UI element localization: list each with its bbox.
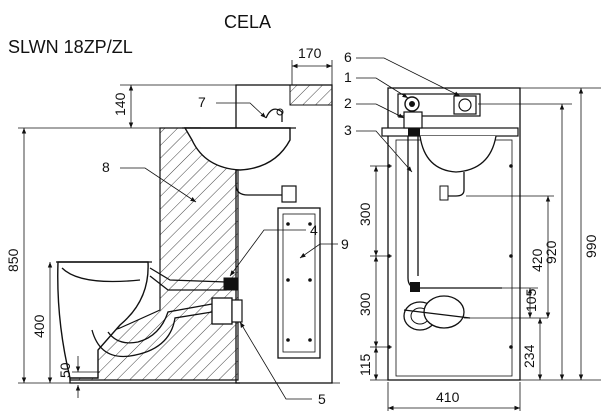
callout-1: 1	[344, 69, 409, 99]
svg-text:115: 115	[357, 353, 373, 376]
svg-text:420: 420	[529, 248, 545, 272]
dimension-300-upper: 300	[357, 165, 392, 256]
svg-text:2: 2	[344, 95, 352, 111]
dim-400-label: 400	[31, 314, 47, 338]
dim-140-label: 140	[112, 92, 128, 116]
toilet-bowl	[57, 261, 149, 379]
dimension-410: 410	[387, 382, 521, 411]
callout-7: 7	[198, 94, 267, 119]
dimension-170: 170	[291, 45, 333, 85]
svg-text:7: 7	[198, 94, 206, 110]
access-panel	[277, 207, 321, 359]
dim-170-label: 170	[298, 45, 322, 61]
dimension-105: 105	[502, 287, 539, 318]
dimension-50: 50	[57, 356, 100, 398]
callout-2: 2	[344, 95, 405, 119]
dim-50-label: 50	[57, 362, 73, 378]
dimension-400: 400	[31, 262, 53, 383]
callout-8: 8	[102, 159, 197, 203]
svg-text:300: 300	[357, 202, 373, 226]
dimension-420: 420	[466, 195, 554, 318]
drawing-title: CELA	[224, 12, 271, 32]
svg-text:300: 300	[357, 292, 373, 316]
dimension-140: 140	[112, 84, 290, 128]
svg-text:9: 9	[341, 236, 349, 252]
svg-text:5: 5	[318, 391, 326, 407]
svg-text:6: 6	[344, 49, 352, 65]
dimension-300-lower: 300	[357, 255, 392, 347]
svg-text:234: 234	[521, 344, 537, 368]
right-view: 300 300 115 410 990 920	[344, 49, 601, 411]
dimension-850: 8 50	[5, 127, 160, 383]
callout-3: 3	[344, 122, 413, 173]
svg-text:920: 920	[543, 240, 559, 264]
svg-text:8: 8	[102, 159, 110, 175]
dim-850-label: 850	[5, 248, 21, 272]
wash-basin	[183, 127, 291, 171]
svg-text:410: 410	[436, 389, 460, 405]
front-basin	[419, 135, 497, 173]
dimension-115: 115	[357, 346, 392, 380]
dimension-990: 990	[520, 87, 601, 380]
svg-text:105: 105	[523, 288, 539, 312]
model-number: SLWN 18ZP/ZL	[8, 37, 133, 57]
callout-5: 5	[239, 321, 326, 407]
svg-text:3: 3	[344, 122, 352, 138]
callout-9: 9	[299, 236, 349, 259]
left-view: 170 140 850 400 50 7 8	[5, 45, 349, 407]
svg-text:990: 990	[583, 234, 599, 258]
callout-6: 6	[344, 49, 461, 97]
svg-text:4: 4	[310, 222, 318, 238]
dimension-234: 234	[464, 317, 548, 380]
callout-4: 4	[229, 222, 318, 277]
svg-text:1: 1	[344, 69, 352, 85]
